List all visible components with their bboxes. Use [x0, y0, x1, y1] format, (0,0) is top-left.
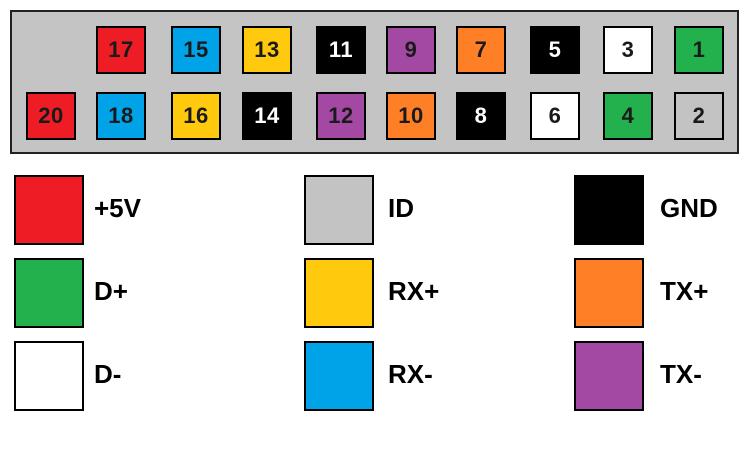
legend-label: D+ [94, 276, 128, 306]
pin-7: 7 [456, 26, 506, 74]
pin-13: 13 [242, 26, 292, 74]
legend-swatch-orange [574, 258, 644, 328]
legend-swatch-red [14, 175, 84, 245]
legend-label: D- [94, 359, 122, 389]
legend-item-black: GND [574, 175, 744, 245]
pin-2: 2 [674, 92, 724, 140]
pin-5: 5 [530, 26, 580, 74]
legend-label: +5V [94, 193, 141, 223]
pin-18: 18 [96, 92, 146, 140]
pin-17: 17 [96, 26, 146, 74]
legend-swatch-black [574, 175, 644, 245]
legend-item-purple: TX- [574, 341, 744, 411]
pin-11: 11 [316, 26, 366, 74]
pin-12: 12 [316, 92, 366, 140]
pin-16: 16 [171, 92, 221, 140]
legend-swatch-white [14, 341, 84, 411]
legend-swatch-purple [574, 341, 644, 411]
legend-item-white: D- [14, 341, 184, 411]
pin-14: 14 [242, 92, 292, 140]
pin-1: 1 [674, 26, 724, 74]
pin-15: 15 [171, 26, 221, 74]
pin-6: 6 [530, 92, 580, 140]
legend-item-green: D+ [14, 258, 184, 328]
legend-label: TX- [660, 359, 702, 389]
legend-item-gray: ID [304, 175, 474, 245]
legend-swatch-gray [304, 175, 374, 245]
legend-item-orange: TX+ [574, 258, 744, 328]
legend-swatch-yellow [304, 258, 374, 328]
legend-label: RX+ [388, 276, 440, 306]
legend-label: ID [388, 193, 414, 223]
pin-9: 9 [386, 26, 436, 74]
pin-8: 8 [456, 92, 506, 140]
pin-3: 3 [603, 26, 653, 74]
legend-item-red: +5V [14, 175, 184, 245]
pin-4: 4 [603, 92, 653, 140]
legend-item-blue: RX- [304, 341, 474, 411]
pin-20: 20 [26, 92, 76, 140]
legend-swatch-green [14, 258, 84, 328]
pin-10: 10 [386, 92, 436, 140]
legend-label: TX+ [660, 276, 709, 306]
legend-item-yellow: RX+ [304, 258, 474, 328]
legend-label: GND [660, 193, 718, 223]
legend-swatch-blue [304, 341, 374, 411]
legend-label: RX- [388, 359, 433, 389]
